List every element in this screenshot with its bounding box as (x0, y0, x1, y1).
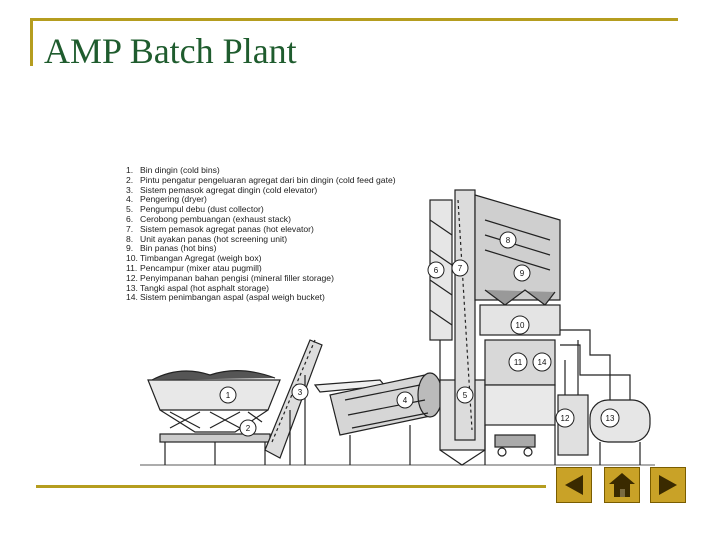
legend-item: 7.Sistem pemasok agregat panas (hot elev… (126, 223, 314, 234)
legend-item: 6.Cerobong pembuangan (exhaust stack) (126, 213, 291, 224)
callout-1: 1 (219, 386, 237, 404)
svg-text:12: 12 (561, 414, 570, 423)
callout-7: 7 (451, 259, 469, 277)
slide-title: AMP Batch Plant (44, 31, 297, 71)
callout-6: 6 (427, 261, 445, 279)
home-button[interactable] (604, 467, 640, 503)
callout-5: 5 (456, 386, 474, 404)
callout-11: 11 (508, 352, 528, 372)
svg-text:6: 6 (434, 266, 439, 275)
svg-text:5: 5 (463, 391, 468, 400)
triangle-right-icon (659, 475, 677, 495)
svg-text:8: 8 (506, 236, 511, 245)
callout-8: 8 (499, 231, 517, 249)
svg-text:7: 7 (458, 264, 463, 273)
legend-item: 8.Unit ayakan panas (hot screening unit) (126, 233, 288, 244)
svg-text:1: 1 (226, 391, 231, 400)
legend-list: 1.Bin dingin (cold bins) 2.Pintu pengatu… (126, 165, 396, 303)
callout-13: 13 (600, 408, 620, 428)
legend-item: 10.Timbangan Agregat (weigh box) (126, 253, 262, 264)
svg-text:11: 11 (514, 358, 523, 367)
frame-left-rule (30, 18, 33, 66)
legend-item: 13.Tangki aspal (hot asphalt storage) (126, 282, 269, 293)
legend-item: 12.Penyimpanan bahan pengisi (mineral fi… (126, 272, 334, 283)
legend-item: 11.Pencampur (mixer atau pugmill) (126, 262, 262, 273)
svg-text:4: 4 (403, 396, 408, 405)
legend-item: 1.Bin dingin (cold bins) (126, 165, 220, 175)
triangle-left-icon (565, 475, 583, 495)
svg-text:10: 10 (516, 321, 525, 330)
home-icon (609, 473, 635, 497)
callout-4: 4 (396, 391, 414, 409)
svg-text:14: 14 (538, 358, 547, 367)
callout-10: 10 (510, 315, 530, 335)
previous-slide-button[interactable] (556, 467, 592, 503)
legend-item: 4.Pengering (dryer) (126, 194, 207, 205)
next-slide-button[interactable] (650, 467, 686, 503)
callout-12: 12 (555, 408, 575, 428)
bottom-rule (36, 485, 546, 488)
legend-item: 2.Pintu pengatur pengeluaran agregat dar… (126, 174, 396, 185)
callout-2: 2 (239, 419, 257, 437)
svg-text:13: 13 (606, 414, 615, 423)
svg-text:3: 3 (298, 388, 303, 397)
svg-text:9: 9 (520, 269, 525, 278)
frame-top-rule (30, 18, 678, 21)
legend-item: 9.Bin panas (hot bins) (126, 243, 217, 254)
callout-9: 9 (513, 264, 531, 282)
legend-item: 5.Pengumpul debu (dust collector) (126, 204, 264, 215)
svg-text:2: 2 (246, 424, 251, 433)
batch-plant-diagram: 1 2 3 4 5 6 7 8 9 10 11 12 13 14 (140, 189, 655, 466)
legend-item: 14.Sistem penimbangan aspal (aspal weigh… (126, 292, 325, 303)
callout-14: 14 (532, 352, 552, 372)
callout-3: 3 (291, 383, 309, 401)
legend-item: 3.Sistem pemasok agregat dingin (cold el… (126, 184, 318, 195)
